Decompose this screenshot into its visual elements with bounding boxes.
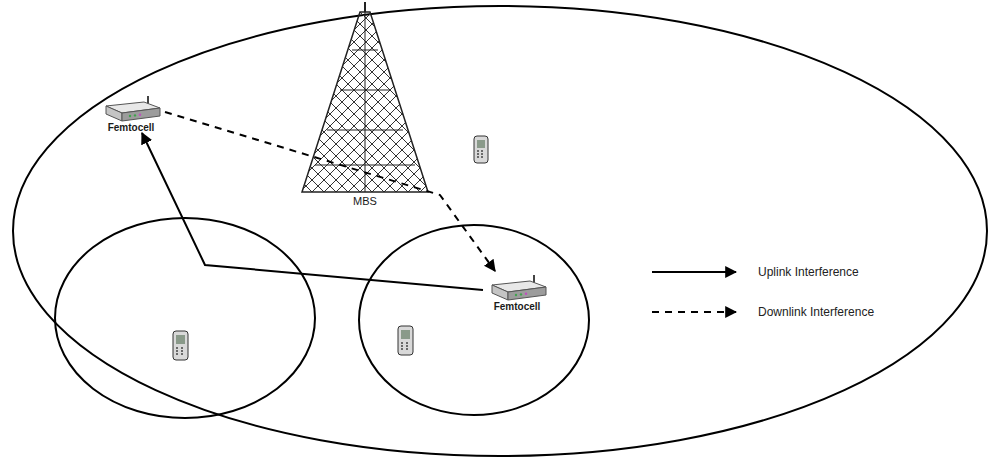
node-label: Femtocell	[108, 122, 155, 133]
femtocell-icon	[106, 96, 160, 121]
femtocell-node: Femtocell	[483, 271, 551, 312]
phone-icon	[173, 331, 188, 360]
macro-cell	[13, 6, 987, 456]
legend-label: Downlink Interference	[758, 305, 874, 319]
legend-label: Uplink Interference	[758, 265, 859, 279]
femtocell-icon	[492, 275, 546, 300]
uplink-arrow	[142, 133, 483, 290]
node-label: MBS	[353, 195, 377, 207]
node-label-line: MBS	[338, 195, 392, 207]
femto-cell	[359, 225, 589, 415]
legend-sample	[650, 304, 750, 320]
legend-row: Uplink Interference	[650, 264, 859, 280]
femtocell-node: Femtocell	[97, 92, 165, 133]
legend-sample	[650, 264, 750, 280]
femto-cell	[55, 218, 315, 418]
legend-line	[652, 311, 736, 313]
downlink-arrow	[165, 112, 495, 271]
node-label-line: Femtocell	[97, 122, 165, 133]
node-label: Femtocell	[494, 301, 541, 312]
phone-icon	[474, 136, 488, 163]
phone-icon	[398, 326, 413, 355]
legend-line	[652, 271, 736, 273]
node-label-line: Femtocell	[483, 301, 551, 312]
tower-symbol	[302, 2, 428, 192]
base-station: MBS	[338, 195, 392, 207]
legend-row: Downlink Interference	[650, 304, 874, 320]
